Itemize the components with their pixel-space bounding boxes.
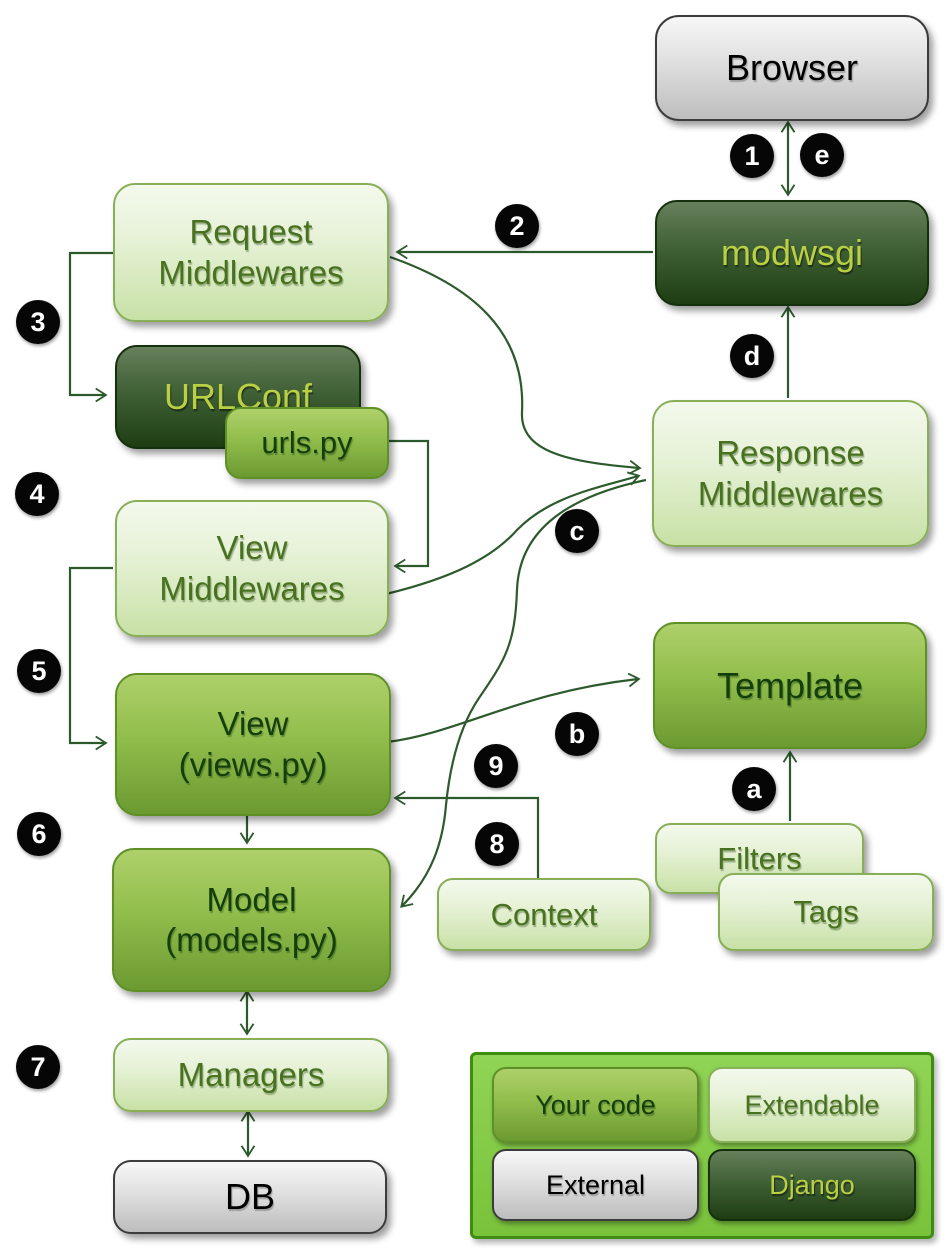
legend-django-label: Django xyxy=(769,1169,855,1200)
legend-your-code-label: Your code xyxy=(535,1089,656,1120)
badge-step-a: a xyxy=(732,767,776,811)
legend-your-code: Your code xyxy=(492,1067,699,1143)
arrow-urlspy-viewmw xyxy=(385,439,430,574)
node-browser: Browser xyxy=(655,15,929,121)
badge-step-8: 8 xyxy=(475,822,519,866)
node-response-middlewares-line1: Response xyxy=(716,434,865,472)
node-db-label: DB xyxy=(224,1176,275,1218)
badge-step-3: 3 xyxy=(16,300,60,344)
node-modwsgi-label: modwsgi xyxy=(720,232,864,274)
node-request-middlewares: Request Middlewares xyxy=(113,183,389,322)
legend-extendable-label: Extendable xyxy=(744,1089,880,1120)
node-tags: Tags xyxy=(718,873,934,951)
node-urls-py-label: urls.py xyxy=(261,425,353,461)
node-view-line2: (views.py) xyxy=(178,745,328,783)
badge-step-c: c xyxy=(555,509,599,553)
arrow-junction-model xyxy=(400,478,647,908)
node-view-middlewares-line2: Middlewares xyxy=(159,569,345,607)
node-modwsgi: modwsgi xyxy=(655,200,929,306)
badge-step-5: 5 xyxy=(17,649,61,693)
node-model: Model (models.py) xyxy=(112,848,391,992)
node-view-middlewares: View Middlewares xyxy=(115,500,389,637)
arrow-viewmw-responsemw xyxy=(385,471,641,596)
node-request-middlewares-line2: Middlewares xyxy=(158,253,344,291)
node-model-line2: (models.py) xyxy=(165,921,338,958)
node-db: DB xyxy=(113,1160,387,1234)
badge-step-b: b xyxy=(555,712,599,756)
node-template-label: Template xyxy=(716,664,864,706)
node-managers-label: Managers xyxy=(177,1055,325,1093)
node-response-middlewares-line2: Middlewares xyxy=(697,474,884,512)
node-template: Template xyxy=(653,622,927,749)
node-context: Context xyxy=(437,878,651,951)
legend: Your code Extendable External Django xyxy=(470,1052,934,1239)
node-managers: Managers xyxy=(113,1038,389,1112)
legend-django: Django xyxy=(708,1149,916,1221)
badge-step-2: 2 xyxy=(495,204,539,248)
badge-step-e: e xyxy=(800,133,844,177)
node-model-line1: Model xyxy=(206,880,297,918)
node-tags-label: Tags xyxy=(793,894,859,930)
arrow-requestmw-responsemw xyxy=(389,255,642,475)
legend-extendable: Extendable xyxy=(708,1067,916,1143)
arrow-requestmw-urlconf xyxy=(68,251,113,403)
node-view: View (views.py) xyxy=(115,673,391,816)
badge-step-1: 1 xyxy=(730,134,774,178)
node-browser-label: Browser xyxy=(725,47,859,89)
node-context-label: Context xyxy=(490,896,598,932)
badge-step-d: d xyxy=(730,334,774,378)
node-urls-py: urls.py xyxy=(225,407,389,479)
badge-step-7: 7 xyxy=(16,1045,60,1089)
badge-step-9: 9 xyxy=(474,744,518,788)
arrow-viewmw-view xyxy=(68,566,113,751)
node-view-line1: View xyxy=(217,705,289,743)
badge-step-4: 4 xyxy=(15,472,59,516)
legend-external-label: External xyxy=(545,1169,646,1200)
badge-step-6: 6 xyxy=(17,812,61,856)
node-filters-label: Filters xyxy=(717,840,802,876)
arrow-view-template xyxy=(386,672,641,744)
node-request-middlewares-line1: Request xyxy=(189,213,313,251)
node-response-middlewares: Response Middlewares xyxy=(652,400,929,547)
node-view-middlewares-line1: View xyxy=(216,529,288,567)
legend-external: External xyxy=(492,1149,699,1221)
